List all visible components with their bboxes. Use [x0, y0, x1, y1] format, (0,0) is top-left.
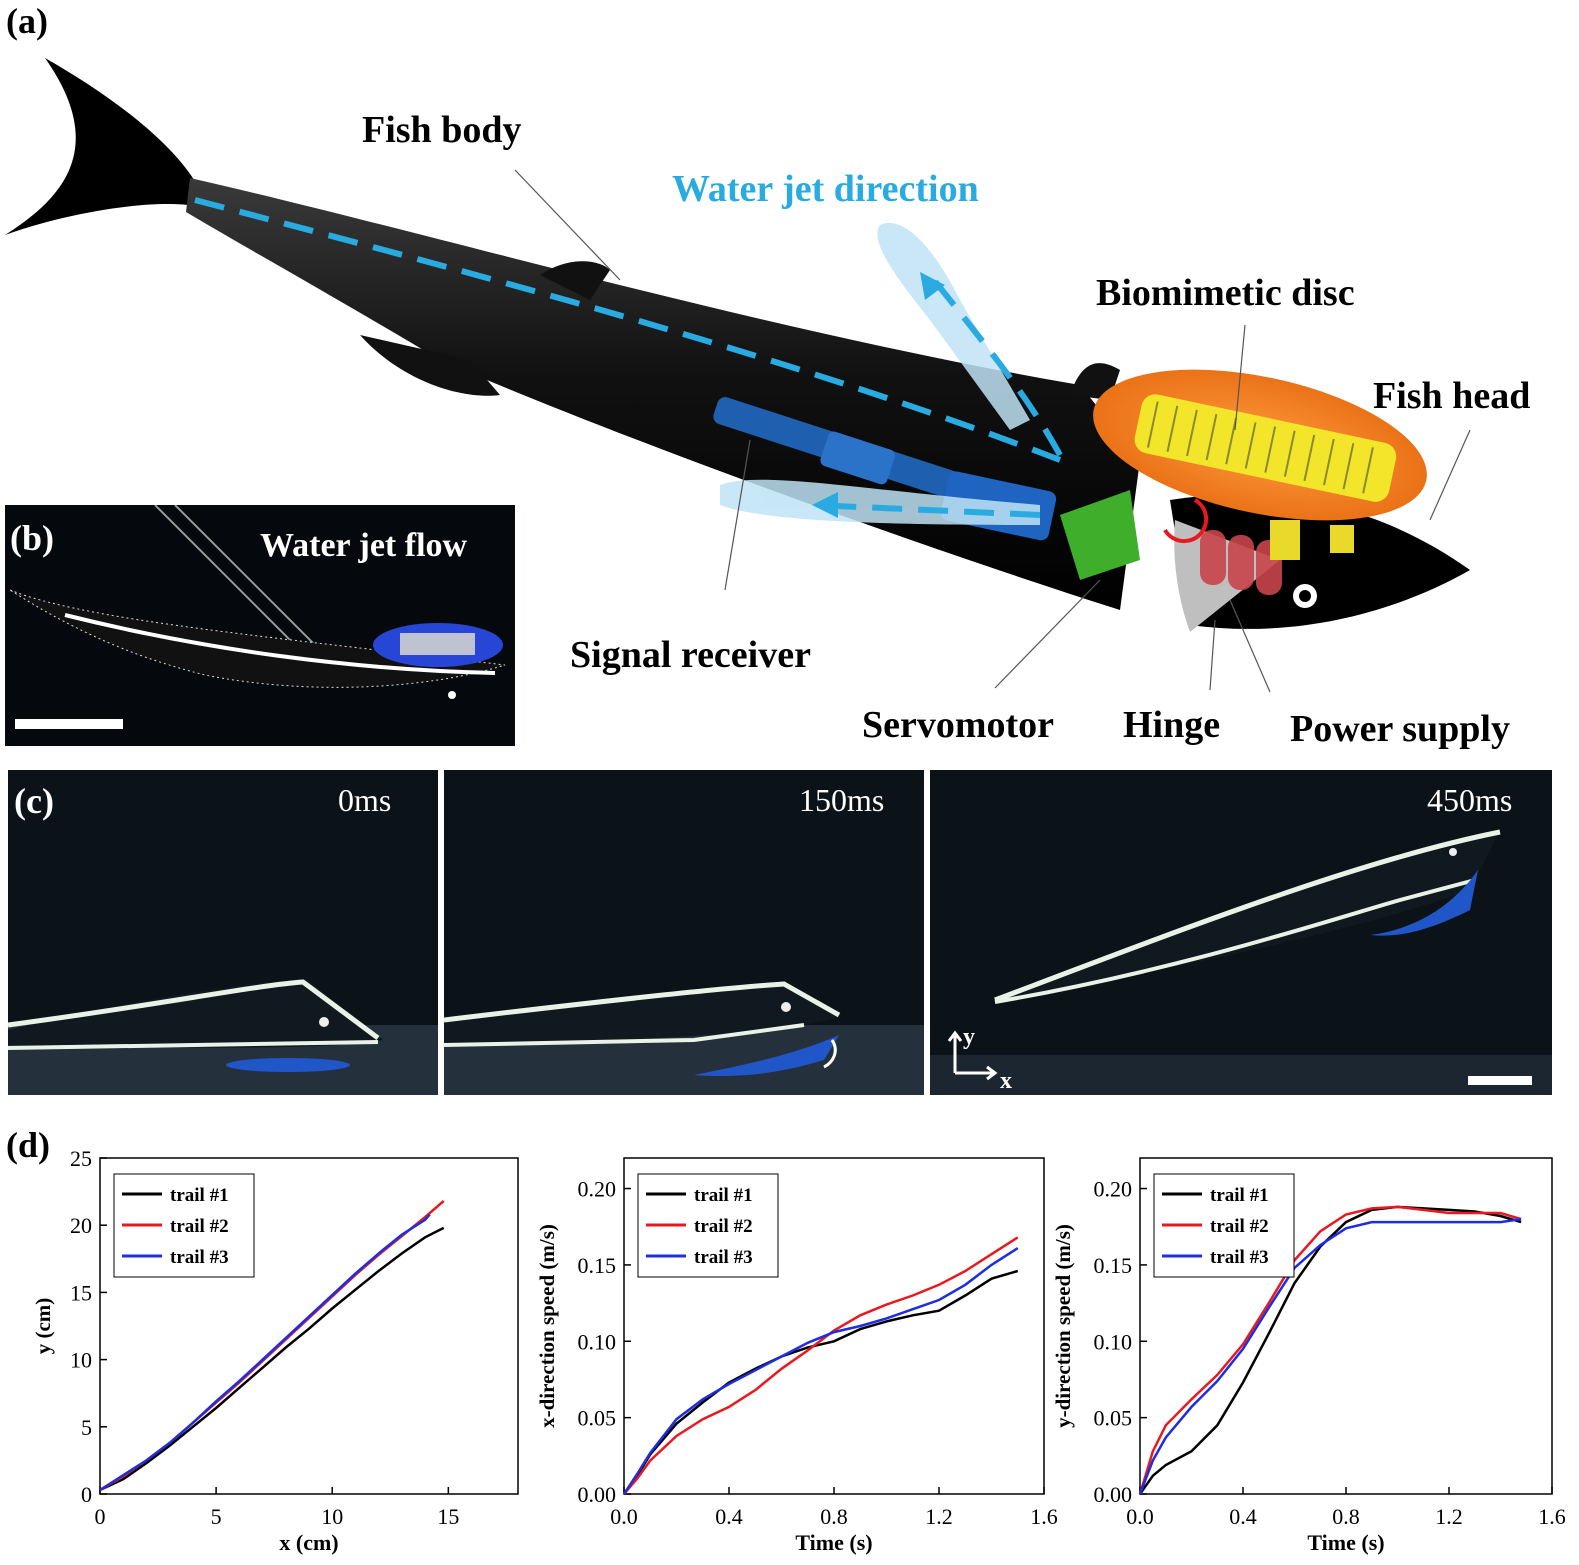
- frame-time-0: 0ms: [338, 782, 392, 818]
- fish-head: [1170, 494, 1470, 629]
- servomotor: [1060, 490, 1140, 580]
- chart1-xtick-label-3: 1.2: [925, 1504, 953, 1529]
- chart1-ytick-label-1: 0.05: [578, 1406, 617, 1431]
- chart2-xtick-label-0: 0.0: [1126, 1504, 1154, 1529]
- water-jet-plumes: [720, 222, 1040, 525]
- chart1-plot-frame: [623, 1157, 1045, 1495]
- chart1-ytick-label-2: 0.10: [578, 1329, 617, 1354]
- panel-d-label: (d): [6, 1125, 50, 1165]
- callout-fish-head: Fish head: [1373, 375, 1531, 417]
- chart0-xlabel: x (cm): [279, 1530, 338, 1555]
- panel-b-photo: Water jet flow: [5, 505, 515, 746]
- disc-lamellae: [1134, 394, 1397, 502]
- chart0-series-line-0: [99, 1226, 445, 1492]
- panel-c-frame-0: 0ms: [8, 770, 438, 1095]
- chart2-xtick-label-4: 1.6: [1538, 1504, 1566, 1529]
- chart1-xtick-label-1: 0.4: [715, 1504, 743, 1529]
- chart2-xtick-label-2: 0.8: [1332, 1504, 1360, 1529]
- panel-c-frame-1: 150ms: [444, 770, 924, 1095]
- axis-x-label: x: [1000, 1068, 1012, 1094]
- callout-hinge: Hinge: [1123, 704, 1221, 746]
- chart0-series-line-1: [99, 1200, 445, 1492]
- chart2-series-line-0: [1138, 1205, 1522, 1495]
- tail-fin: [5, 58, 196, 235]
- chart1-ylabel: x-direction speed (m/s): [535, 1224, 559, 1428]
- chart1-ytick-label-3: 0.15: [578, 1253, 617, 1278]
- chart2-xtick-label-1: 0.4: [1229, 1504, 1257, 1529]
- chart1-legend-box: [637, 1173, 779, 1278]
- axis-y-label: y: [963, 1024, 975, 1050]
- chart1-xlabel: Time (s): [795, 1530, 872, 1555]
- panel-b-label: (b): [10, 518, 54, 558]
- chart1-xtick-label-0: 0.0: [610, 1504, 638, 1529]
- chart0-ytick-label-3: 15: [70, 1280, 92, 1305]
- chart1-xtick-label-2: 0.8: [820, 1504, 848, 1529]
- chart1-ytick-label-4: 0.20: [578, 1177, 617, 1202]
- chart1-xtick-label-4: 1.6: [1030, 1504, 1058, 1529]
- dorsal-fin: [540, 261, 610, 300]
- chart2-series-line-2: [1138, 1217, 1522, 1495]
- water-jet-direction-arrows: [194, 197, 1063, 518]
- callout-biomimetic-disc: Biomimetic disc: [1096, 272, 1355, 314]
- rotation-arrow-150ms: [823, 1039, 837, 1069]
- chart1-legend-label-0: trail #1: [694, 1185, 753, 1206]
- chart0-series-line-2: [99, 1213, 431, 1492]
- chart2-ytick-label-3: 0.15: [1094, 1253, 1133, 1278]
- panel-c-label: (c): [14, 781, 54, 821]
- chart2-plot-frame: [1139, 1157, 1553, 1495]
- chart2-ytick-label-1: 0.05: [1094, 1406, 1133, 1431]
- chart2-xlabel: Time (s): [1307, 1530, 1384, 1555]
- chart1-legend-label-1: trail #2: [694, 1216, 753, 1237]
- scale-bar-c: [1468, 1076, 1532, 1085]
- frame-time-1: 150ms: [799, 782, 885, 818]
- callout-signal-receiver: Signal receiver: [570, 634, 811, 676]
- chart2-legend-label-1: trail #2: [1210, 1216, 1269, 1237]
- chart2-legend-label-2: trail #3: [1210, 1247, 1269, 1268]
- chart2-ytick-label-4: 0.20: [1094, 1177, 1133, 1202]
- panel-b-caption: Water jet flow: [260, 527, 468, 564]
- chart0-xtick-label-0: 0: [95, 1504, 106, 1529]
- hinge-rotation-arrow: [1163, 498, 1209, 544]
- panel-a-label: (a): [6, 1, 48, 41]
- chart0-xtick-label-3: 15: [437, 1504, 459, 1529]
- chart0-ylabel: y (cm): [31, 1298, 55, 1355]
- chart0-legend-label-1: trail #2: [170, 1216, 229, 1237]
- fish-photo-b: [9, 505, 506, 699]
- callout-water-jet-direction: Water jet direction: [672, 168, 979, 210]
- chart0-xtick-label-2: 10: [321, 1504, 343, 1529]
- chart2-ytick-label-0: 0.00: [1094, 1482, 1133, 1507]
- callout-fish-body: Fish body: [362, 109, 522, 151]
- axis-indicator: [947, 1030, 998, 1081]
- chart0-legend-box: [113, 1173, 255, 1278]
- chart0-ytick-label-5: 25: [70, 1146, 92, 1171]
- chart2-ylabel: y-direction speed (m/s): [1051, 1224, 1075, 1428]
- chart2-legend-label-0: trail #1: [1210, 1185, 1269, 1206]
- chart1-series-line-1: [623, 1236, 1019, 1495]
- callout-servomotor: Servomotor: [862, 704, 1055, 746]
- chart2-ytick-label-2: 0.10: [1094, 1329, 1133, 1354]
- chart0-legend-label-0: trail #1: [170, 1185, 229, 1206]
- chart2-xtick-label-3: 1.2: [1435, 1504, 1463, 1529]
- chart0-ytick-label-0: 0: [81, 1482, 92, 1507]
- ventral-fin: [360, 335, 500, 396]
- chart1-ytick-label-0: 0.00: [578, 1482, 617, 1507]
- chart0-ytick-label-1: 5: [81, 1415, 92, 1440]
- chart1-series-line-0: [622, 1269, 1019, 1495]
- chart2-legend-box: [1153, 1173, 1295, 1278]
- callout-power-supply: Power supply: [1290, 708, 1510, 750]
- chart0-ytick-label-4: 20: [70, 1213, 92, 1238]
- chart0-plot-frame: [99, 1157, 519, 1495]
- robotic-fish-render: [5, 58, 1471, 693]
- chart0-xtick-label-1: 5: [211, 1504, 222, 1529]
- chart1-series-line-2: [622, 1247, 1019, 1495]
- frame-time-2: 450ms: [1427, 782, 1513, 818]
- chart1-legend-label-2: trail #3: [694, 1247, 753, 1268]
- scale-bar-b: [15, 719, 123, 729]
- chart2-series-line-1: [1138, 1205, 1522, 1495]
- chart0-legend-label-2: trail #3: [170, 1247, 229, 1268]
- panel-c-frame-2: 450ms y x: [930, 770, 1552, 1095]
- chart0-ytick-label-2: 10: [70, 1348, 92, 1373]
